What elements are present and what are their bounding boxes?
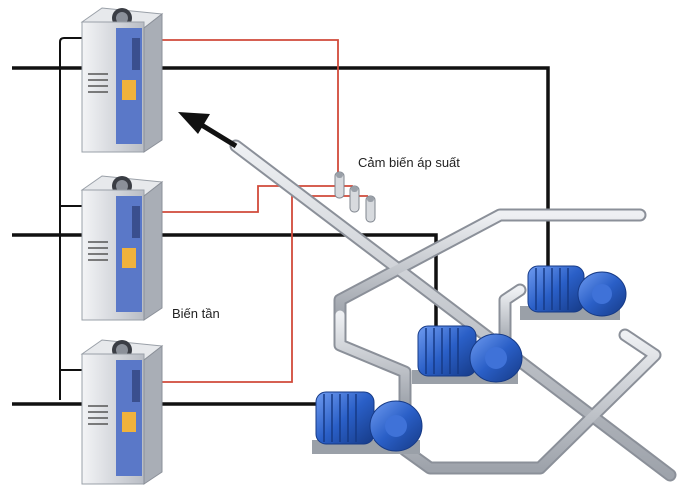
pump-motor-1: [520, 265, 627, 320]
pump-motor-2: [412, 325, 523, 384]
pressure-sensor-label: Cảm biến áp suất: [358, 155, 460, 170]
drive-3: [80, 339, 164, 485]
pipe-network: [229, 139, 677, 482]
pressure-sensor-icon: [334, 171, 376, 223]
inverter-label: Biến tần: [172, 306, 220, 321]
flow-direction-arrow-icon: [178, 112, 238, 149]
drive-2: [80, 175, 164, 321]
drive-1: [80, 7, 164, 153]
pump-motor-3: [312, 391, 423, 454]
